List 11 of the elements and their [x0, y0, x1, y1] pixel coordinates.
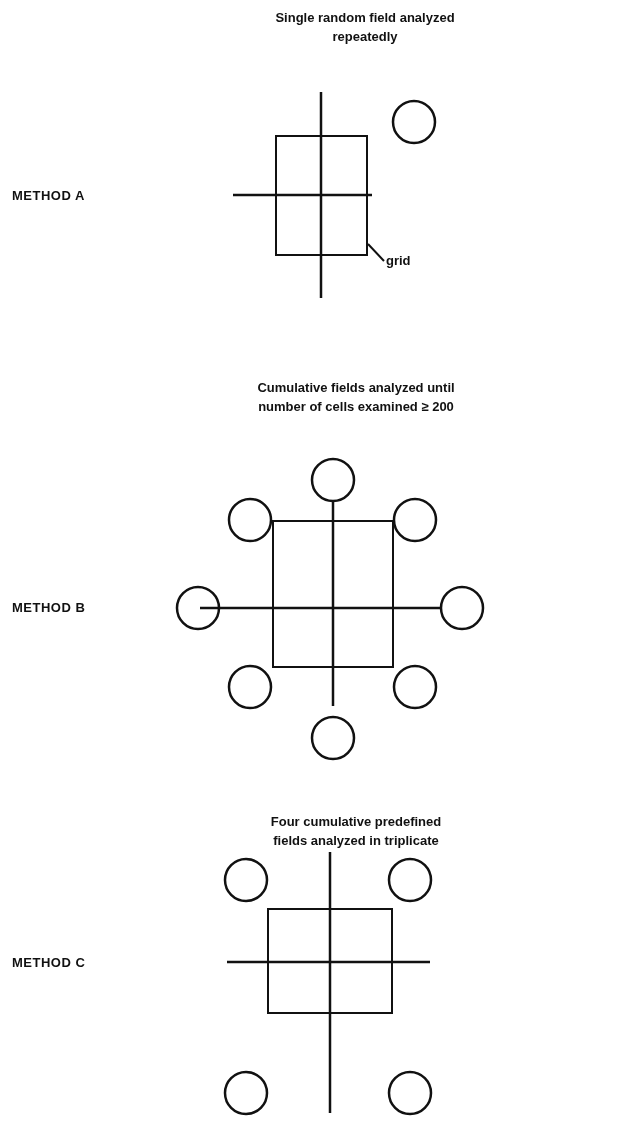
method-caption: Cumulative fields analyzed until number of cells examined ≥ 200	[256, 379, 456, 416]
leader-line	[367, 243, 385, 262]
method-caption: Four cumulative predefined fields analyzed in triplicate	[269, 813, 443, 850]
method-caption: Single random field analyzed repeatedly	[275, 9, 455, 46]
grid-label: grid	[386, 253, 411, 269]
grid-square	[275, 135, 368, 256]
grid-square	[267, 908, 393, 1014]
method-label: METHOD C	[12, 955, 86, 970]
method-label: METHOD B	[12, 600, 86, 615]
grid-square	[272, 520, 394, 668]
method-label: METHOD A	[12, 188, 85, 203]
